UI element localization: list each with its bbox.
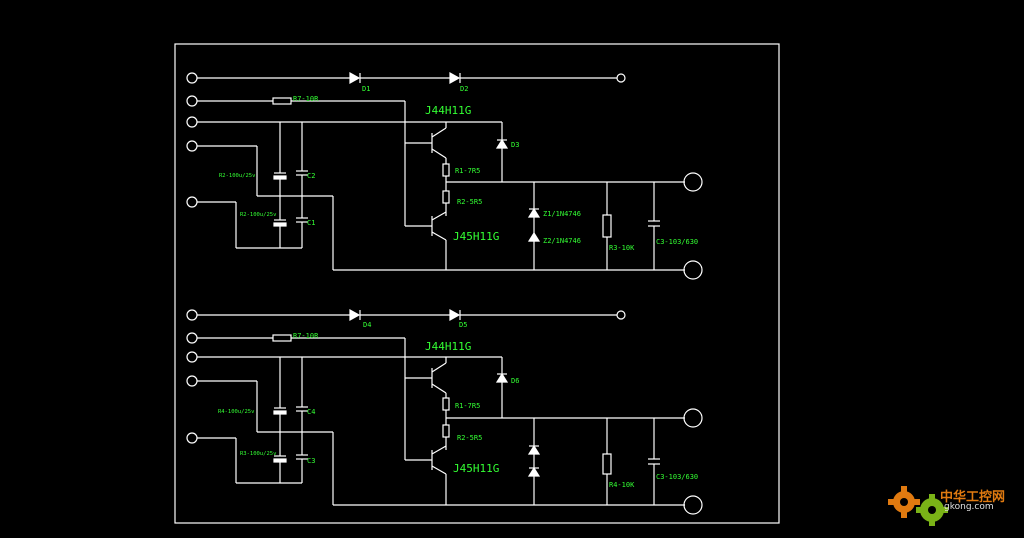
input-terminal <box>186 432 198 444</box>
label-d4: D4 <box>363 321 371 329</box>
label-r7: R7-10R <box>293 332 319 340</box>
capacitor-polar <box>273 175 287 180</box>
label-c3: C3 <box>307 457 315 465</box>
input-terminal <box>186 309 198 321</box>
gear-icon <box>888 486 920 518</box>
input-terminal <box>186 95 198 107</box>
input-terminal <box>186 72 198 84</box>
label-r2: R2-5R5 <box>457 434 482 442</box>
input-terminal <box>186 140 198 152</box>
capacitor-polar <box>273 458 287 463</box>
label-d6: D6 <box>511 377 519 385</box>
diode-d5-symbol <box>449 308 461 322</box>
label-d2: D2 <box>460 85 468 93</box>
label-r1: R1-7R5 <box>455 402 480 410</box>
diode-d6-symbol <box>495 372 509 383</box>
upper-circuit: D1 D2 D3 R7-10R J44H11G J45H11G R1-7R5 R… <box>186 71 703 280</box>
resistor-r4 <box>602 453 612 475</box>
label-d3: D3 <box>511 141 519 149</box>
resistor-r1 <box>442 163 450 177</box>
watermark-name: 中华工控网 <box>940 490 1006 505</box>
gear-icon <box>916 494 948 526</box>
diode-d3-symbol <box>495 138 509 149</box>
diode-d1-symbol <box>349 71 361 85</box>
label-transistor-bottom: J45H11G <box>453 230 499 243</box>
diode-d2-symbol <box>449 71 461 85</box>
output-terminal-small <box>616 310 626 320</box>
label-c1: C1 <box>307 219 315 227</box>
label-cap-bottom: R2-100u/25v <box>240 212 277 218</box>
resistor-r7 <box>272 334 292 342</box>
label-cap-top: R4-100u/25v <box>218 409 255 415</box>
watermark-url: gkong.com <box>944 502 994 512</box>
output-terminal <box>683 495 703 515</box>
zener-z2-symbol <box>527 231 541 242</box>
resistor-r2 <box>442 424 450 438</box>
label-z2: Z2/1N4746 <box>543 237 581 245</box>
label-d1: D1 <box>362 85 370 93</box>
output-terminal-small <box>616 73 626 83</box>
label-d5: D5 <box>459 321 467 329</box>
output-terminal <box>683 172 703 192</box>
lower-circuit: D4 D5 D6 R7-10R J44H11G J45H11G R1-7R5 R… <box>186 308 703 515</box>
input-terminal <box>186 332 198 344</box>
label-transistor-bottom: J45H11G <box>453 462 499 475</box>
label-cap-bottom: R3-100u/25v <box>240 451 277 457</box>
output-terminal <box>683 260 703 280</box>
label-r3: R3-10K <box>609 244 635 252</box>
diode-d4-symbol <box>349 308 361 322</box>
label-cap-top: R2-100u/25v <box>219 173 256 179</box>
label-c3-out: C3-103/630 <box>656 473 698 481</box>
label-transistor-top: J44H11G <box>425 104 471 117</box>
resistor-r2 <box>442 190 450 204</box>
watermark-logo <box>888 486 948 526</box>
input-terminal <box>186 116 198 128</box>
output-terminal <box>683 408 703 428</box>
resistor-r1 <box>442 397 450 411</box>
label-r7: R7-10R <box>293 95 319 103</box>
label-c3: C3-103/630 <box>656 238 698 246</box>
input-terminal <box>186 196 198 208</box>
drawing-frame <box>174 43 780 524</box>
label-c4: C4 <box>307 408 315 416</box>
label-r2: R2-5R5 <box>457 198 482 206</box>
label-r1: R1-7R5 <box>455 167 480 175</box>
capacitor-polar <box>273 410 287 415</box>
input-terminal <box>186 351 198 363</box>
label-r4: R4-10K <box>609 481 635 489</box>
zener-z1-symbol <box>527 207 541 218</box>
resistor-r7 <box>272 97 292 105</box>
zener-symbol <box>527 444 541 455</box>
zener-symbol <box>527 466 541 477</box>
input-terminal <box>186 375 198 387</box>
label-c2: C2 <box>307 172 315 180</box>
label-z1: Z1/1N4746 <box>543 210 581 218</box>
capacitor-polar <box>273 222 287 227</box>
resistor-r3 <box>602 214 612 238</box>
label-transistor-top: J44H11G <box>425 340 471 353</box>
